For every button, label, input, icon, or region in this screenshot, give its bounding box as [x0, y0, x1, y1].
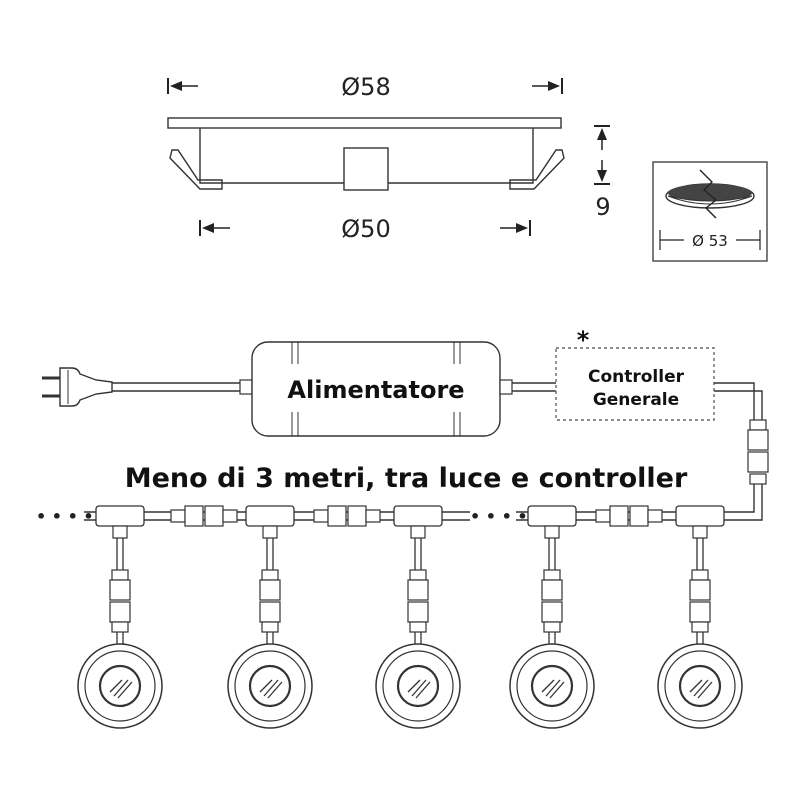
bus-connectors	[170, 505, 663, 527]
cable-gland-right	[499, 379, 513, 395]
power-supply-unit	[251, 341, 501, 437]
drop-connector	[543, 569, 561, 581]
cutout-diameter-label: Ø 53	[692, 232, 728, 250]
t-junction	[245, 505, 295, 527]
light-unit	[509, 505, 595, 729]
inner-diameter-arrows	[199, 220, 531, 236]
plug	[42, 367, 113, 407]
outer-diameter-label: Ø58	[341, 73, 390, 101]
fixture-connector-box	[343, 147, 389, 191]
light-chain	[77, 505, 743, 729]
controller-label-line2: Generale	[593, 390, 679, 410]
controller-box	[555, 347, 715, 421]
controller-label-line1: Controller	[588, 367, 685, 387]
power-supply-label: Alimentatore	[287, 376, 464, 404]
bus-coupler	[313, 505, 381, 527]
drop-connector	[691, 569, 709, 581]
light-unit	[227, 505, 313, 729]
light-unit	[657, 505, 743, 729]
controller-note-mark: *	[577, 326, 590, 354]
mains-cable	[112, 382, 240, 392]
height-arrows	[594, 125, 610, 185]
cutout-detail: Ø 53	[652, 161, 768, 262]
t-junction	[95, 505, 145, 527]
vertical-connector	[747, 419, 769, 485]
fixture-flange	[167, 117, 562, 129]
vertical-cable	[712, 484, 763, 521]
light-unit	[77, 505, 163, 729]
controller-output-cable	[714, 382, 763, 420]
cutout-break-line	[699, 169, 718, 219]
bus-coupler	[170, 505, 238, 527]
right-spring-clip	[509, 149, 565, 190]
left-spring-clip	[169, 149, 223, 190]
side-view-drawing: Ø58 Ø50 9	[167, 73, 611, 243]
t-junction	[527, 505, 577, 527]
outer-diameter-arrows	[167, 78, 563, 94]
bus-coupler	[595, 505, 663, 527]
height-label: 9	[595, 193, 610, 221]
drop-connector	[409, 569, 427, 581]
cable-gland-left	[239, 379, 253, 395]
chain-ellipsis-left: • • • •	[36, 507, 94, 526]
cable-length-caption: Meno di 3 metri, tra luce e controller	[125, 463, 688, 494]
drop-connector	[261, 569, 279, 581]
light-unit	[375, 505, 461, 729]
t-junction	[675, 505, 725, 527]
t-junction	[393, 505, 443, 527]
inner-diameter-label: Ø50	[341, 215, 390, 243]
drop-connector	[111, 569, 129, 581]
psu-output-cable	[512, 382, 556, 392]
chain-ellipsis-middle: • • • •	[470, 507, 528, 526]
